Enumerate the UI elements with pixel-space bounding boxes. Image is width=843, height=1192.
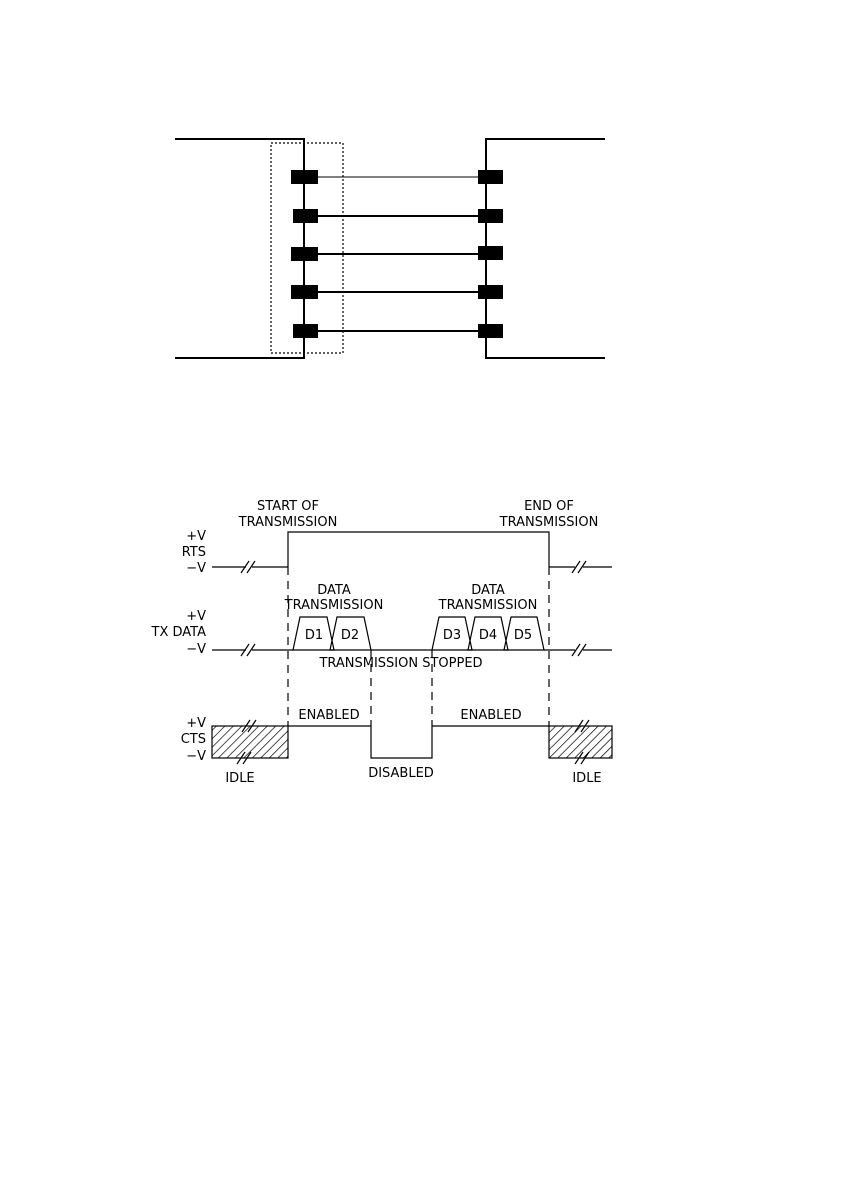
left-pin [291,170,318,184]
right-pin [478,285,503,299]
left-pin [291,247,318,261]
packet-d1-label: D1 [305,628,323,643]
tx-waveform [212,644,612,656]
connector-diagram [175,139,605,358]
packet-d4: D4 [468,617,508,650]
rts-low-label: −V [186,561,206,576]
left-pin [293,209,318,223]
cts-disabled-label: DISABLED [368,766,434,781]
right-device-outline [486,139,605,358]
packet-d3-label: D3 [443,628,461,643]
timing-diagram: START OF TRANSMISSION END OF TRANSMISSIO… [151,499,612,786]
cts-high-label: +V [186,716,206,731]
packet-d5-label: D5 [514,628,532,643]
left-pin [291,285,318,299]
right-pin [478,246,503,260]
right-pin [478,209,503,223]
rts-name-label: RTS [182,545,206,560]
start-label-line1: START OF [257,499,319,514]
data-heading-left-line1: DATA [317,583,351,598]
data-heading-right-line1: DATA [471,583,505,598]
tx-low-label: −V [186,642,206,657]
data-heading-right-line2: TRANSMISSION [438,598,538,613]
right-pin [478,324,503,338]
data-heading-left-line2: TRANSMISSION [284,598,384,613]
tx-high-label: +V [186,609,206,624]
cts-enabled-left-label: ENABLED [298,708,359,723]
cts-waveform [212,720,612,764]
end-label-line2: TRANSMISSION [499,515,599,530]
cts-name-label: CTS [181,732,206,747]
cts-low-label: −V [186,749,206,764]
left-pin [293,324,318,338]
left-device-outline [175,139,304,358]
packet-d3: D3 [432,617,472,650]
transmission-stopped-label: TRANSMISSION STOPPED [318,656,482,671]
packet-d4-label: D4 [479,628,497,643]
packet-d2: D2 [330,617,371,650]
right-pin [478,170,503,184]
cts-idle-left-label: IDLE [225,771,254,786]
cts-idle-right-label: IDLE [572,771,601,786]
cts-idle-right [549,726,612,758]
end-label-line1: END OF [524,499,574,514]
packet-d1: D1 [293,617,334,650]
rts-high-label: +V [186,529,206,544]
rts-waveform [212,532,612,573]
packet-d2-label: D2 [341,628,359,643]
start-label-line2: TRANSMISSION [238,515,338,530]
tx-name-label: TX DATA [151,625,207,640]
packet-d5: D5 [504,617,544,650]
cts-enabled-right-label: ENABLED [460,708,521,723]
